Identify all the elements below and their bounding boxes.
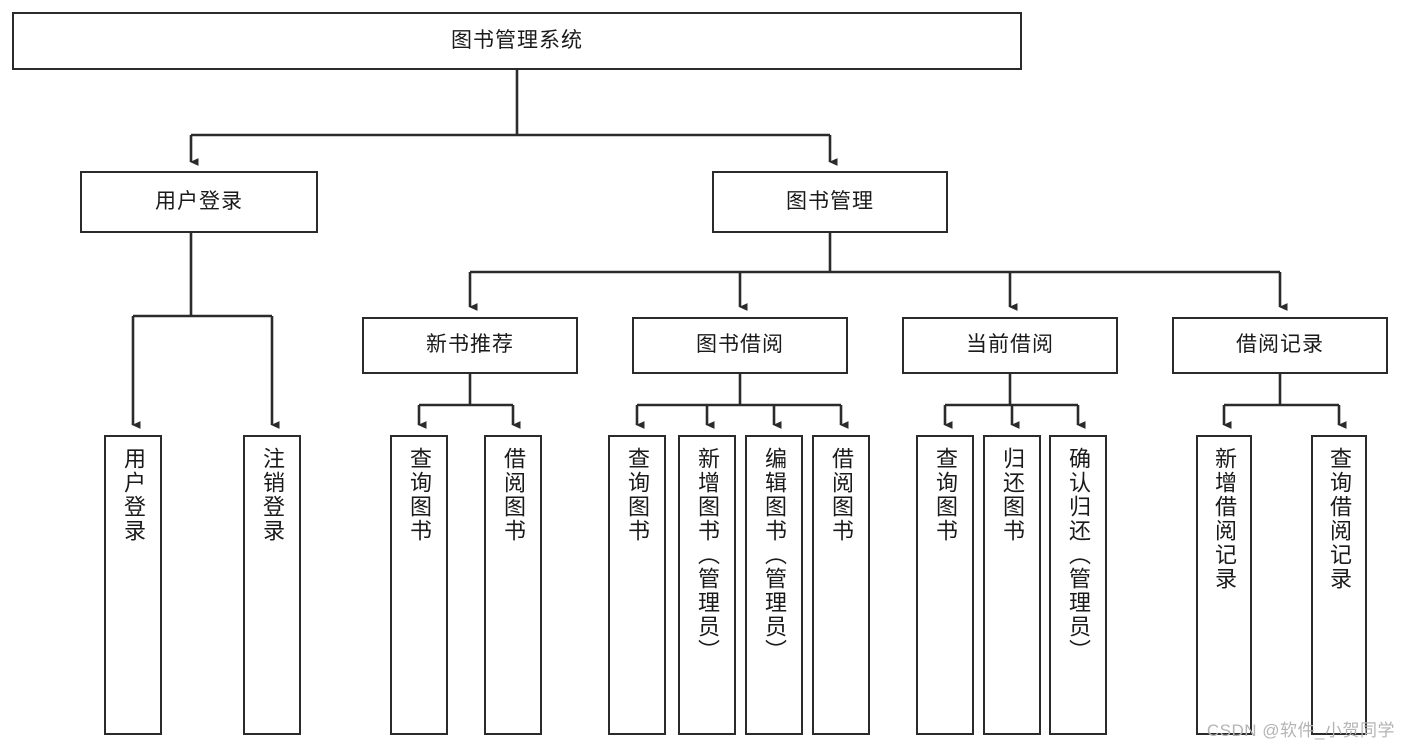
leaf-borrow-book-2-label: 借阅图书 bbox=[828, 447, 854, 543]
node-book-manage[interactable]: 图书管理 bbox=[712, 171, 948, 233]
node-book-borrow[interactable]: 图书借阅 bbox=[632, 317, 848, 374]
leaf-query-record[interactable]: 查询借阅记录 bbox=[1311, 435, 1367, 735]
leaf-query-book-3-label: 查询图书 bbox=[932, 447, 958, 543]
leaf-add-book-label: 新增图书（管理员） bbox=[694, 447, 720, 663]
node-current-borrow-label: 当前借阅 bbox=[966, 333, 1054, 357]
node-user-login[interactable]: 用户登录 bbox=[80, 171, 318, 233]
node-user-login-label: 用户登录 bbox=[155, 189, 243, 213]
node-new-book-recommend[interactable]: 新书推荐 bbox=[362, 317, 578, 374]
leaf-query-record-label: 查询借阅记录 bbox=[1326, 447, 1352, 591]
leaf-logout-login-label: 注销登录 bbox=[259, 447, 285, 543]
leaf-edit-book-label: 编辑图书（管理员） bbox=[761, 447, 787, 663]
leaf-borrow-book-1-label: 借阅图书 bbox=[500, 447, 526, 543]
node-book-manage-label: 图书管理 bbox=[786, 189, 874, 213]
leaf-query-book-1[interactable]: 查询图书 bbox=[390, 435, 448, 735]
node-borrow-record-label: 借阅记录 bbox=[1236, 333, 1324, 357]
leaf-confirm-return-label: 确认归还（管理员） bbox=[1065, 447, 1091, 663]
node-new-book-recommend-label: 新书推荐 bbox=[426, 333, 514, 357]
node-root-label: 图书管理系统 bbox=[451, 28, 583, 52]
leaf-confirm-return[interactable]: 确认归还（管理员） bbox=[1049, 435, 1107, 735]
leaf-return-book[interactable]: 归还图书 bbox=[983, 435, 1041, 735]
leaf-edit-book[interactable]: 编辑图书（管理员） bbox=[745, 435, 803, 735]
leaf-query-book-2[interactable]: 查询图书 bbox=[608, 435, 666, 735]
node-borrow-record[interactable]: 借阅记录 bbox=[1172, 317, 1388, 374]
leaf-user-login[interactable]: 用户登录 bbox=[104, 435, 162, 735]
watermark: CSDN @软件_小贺同学 bbox=[1206, 721, 1395, 740]
leaf-query-book-3[interactable]: 查询图书 bbox=[916, 435, 974, 735]
node-book-borrow-label: 图书借阅 bbox=[696, 333, 784, 357]
leaf-add-record-label: 新增借阅记录 bbox=[1211, 447, 1237, 591]
leaf-query-book-2-label: 查询图书 bbox=[624, 447, 650, 543]
node-current-borrow[interactable]: 当前借阅 bbox=[902, 317, 1118, 374]
leaf-borrow-book-2[interactable]: 借阅图书 bbox=[812, 435, 870, 735]
leaf-add-book[interactable]: 新增图书（管理员） bbox=[678, 435, 736, 735]
leaf-logout-login[interactable]: 注销登录 bbox=[243, 435, 301, 735]
leaf-query-book-1-label: 查询图书 bbox=[406, 447, 432, 543]
leaf-borrow-book-1[interactable]: 借阅图书 bbox=[484, 435, 542, 735]
leaf-return-book-label: 归还图书 bbox=[999, 447, 1025, 543]
node-root[interactable]: 图书管理系统 bbox=[12, 12, 1022, 70]
leaf-user-login-label: 用户登录 bbox=[120, 447, 146, 543]
leaf-add-record[interactable]: 新增借阅记录 bbox=[1196, 435, 1252, 735]
